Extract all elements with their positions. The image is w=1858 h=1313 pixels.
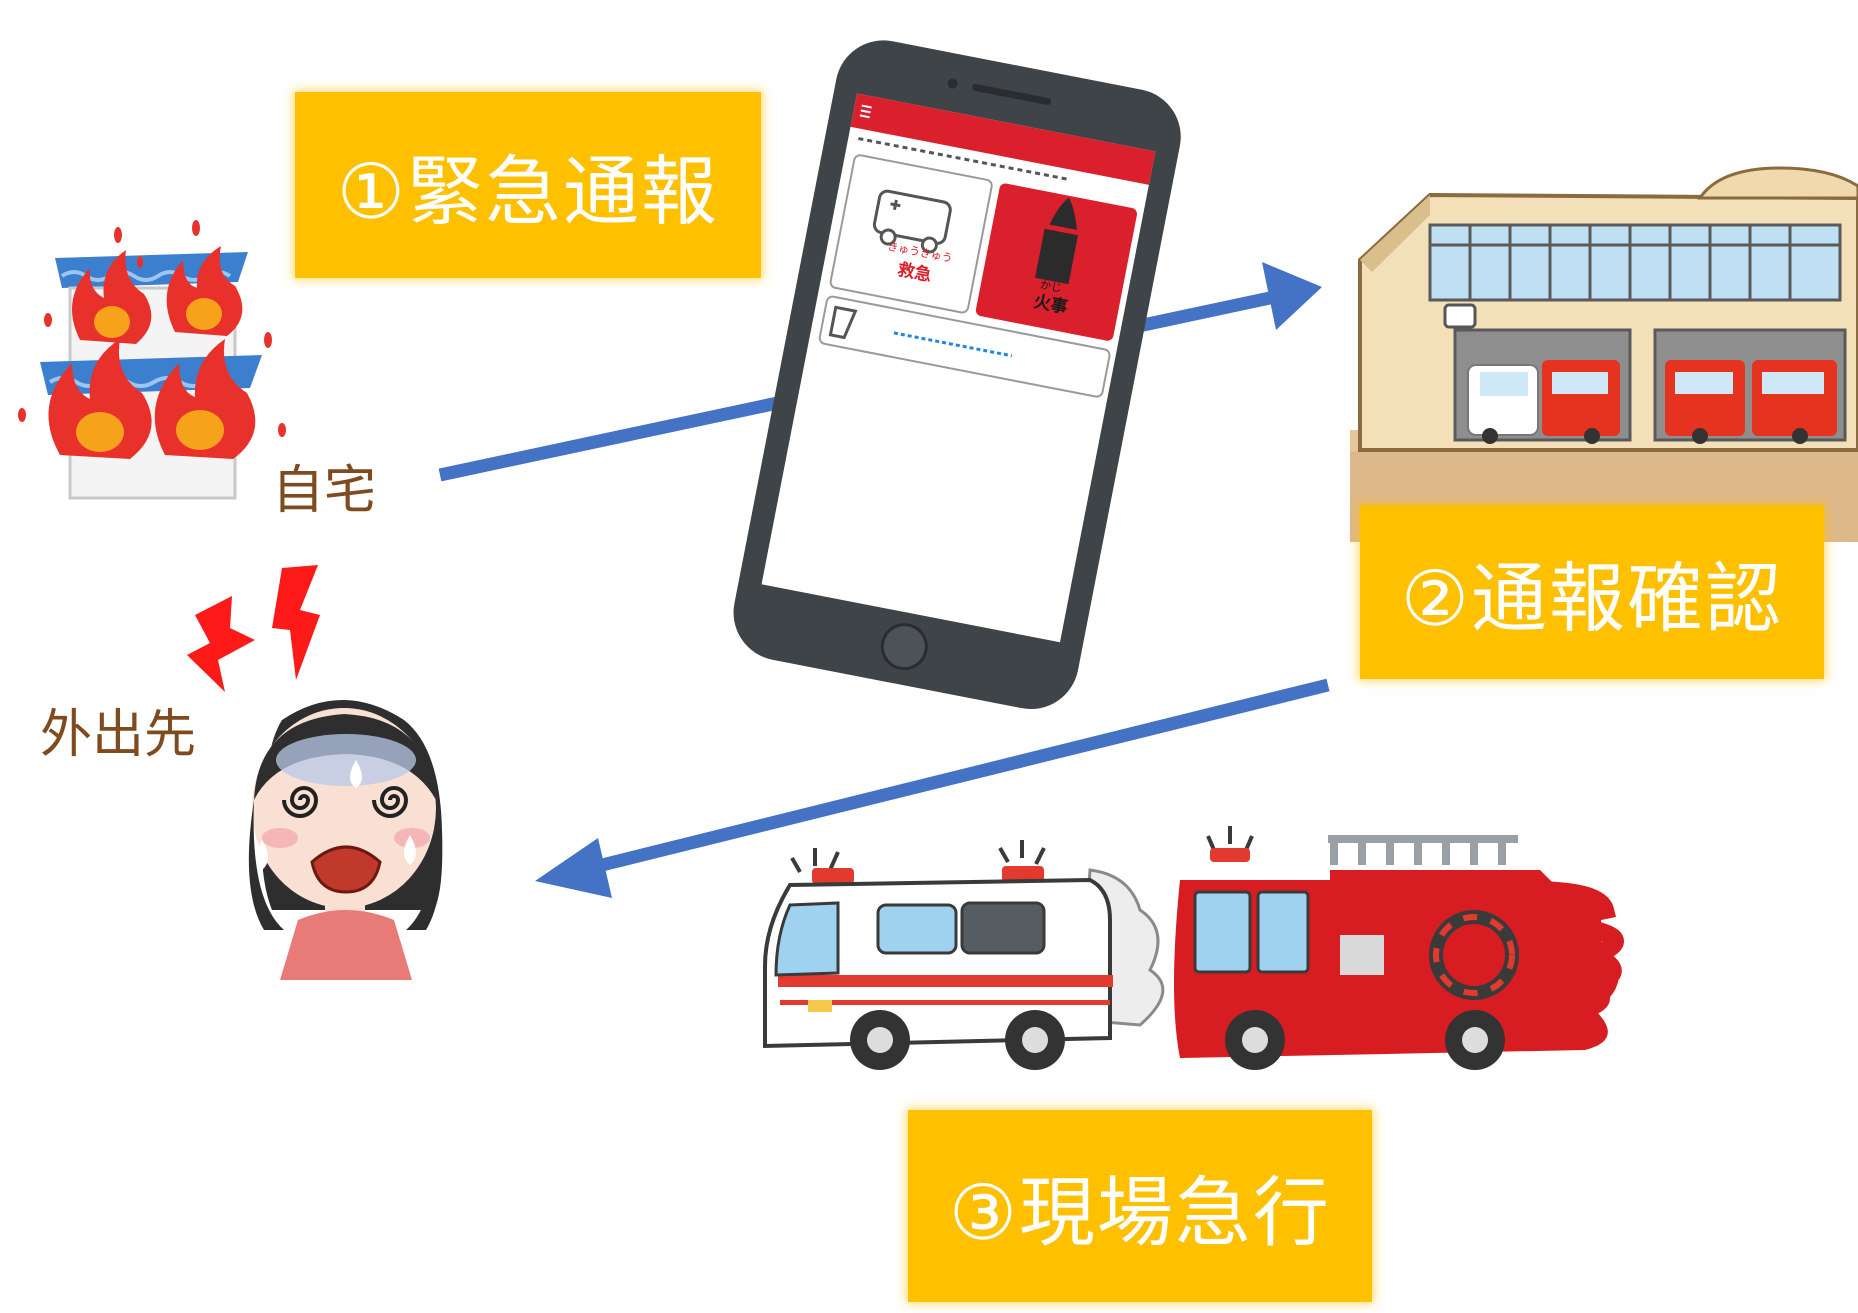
- step1-label: ①緊急通報: [336, 147, 720, 236]
- step3-rush-to-scene-box: ③現場急行: [908, 1110, 1372, 1302]
- ambulance-card[interactable]: [829, 154, 993, 314]
- report-option-card[interactable]: [818, 295, 1111, 398]
- fire-station-illustration: [1350, 166, 1858, 542]
- home-label: 自宅: [272, 461, 377, 521]
- step3-label: ③現場急行: [948, 1168, 1332, 1257]
- outside-label: 外出先: [40, 705, 197, 765]
- burning-house-illustration: [18, 220, 286, 500]
- step2-label: ②通報確認: [1400, 554, 1784, 643]
- ambulance-illustration: [763, 840, 1165, 1070]
- fire-engine-illustration: [1174, 826, 1624, 1070]
- shock-icon: [187, 565, 320, 692]
- arrow-station-to-person: [535, 678, 1330, 898]
- hamburger-icon[interactable]: [859, 104, 872, 119]
- panicked-person-illustration: [248, 700, 443, 980]
- step2-report-confirmation-box: ②通報確認: [1360, 505, 1824, 679]
- fire-card[interactable]: [975, 182, 1138, 341]
- step1-emergency-report-box: ①緊急通報: [295, 92, 761, 278]
- smartphone-illustration: [733, 40, 1181, 710]
